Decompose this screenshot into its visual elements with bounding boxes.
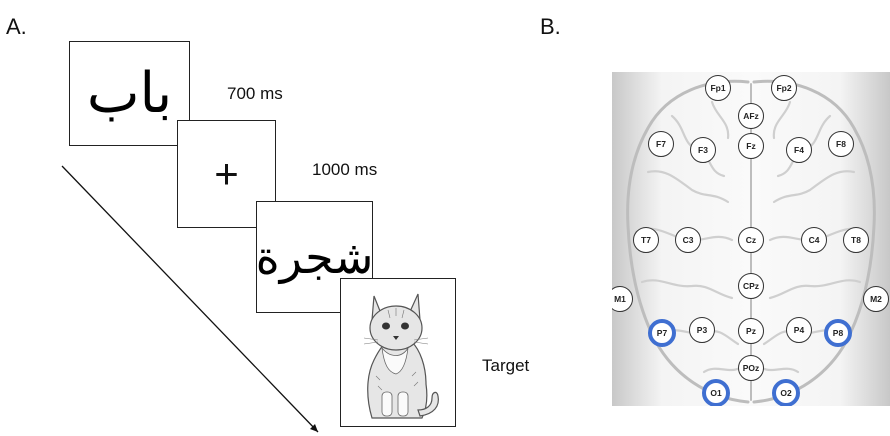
panel-a-label: A. bbox=[6, 14, 27, 39]
electrode-o1: O1 bbox=[702, 379, 730, 406]
target-label: Target bbox=[482, 356, 530, 375]
stimulus-frame-target bbox=[340, 278, 456, 427]
electrode-c4: C4 bbox=[801, 227, 827, 253]
cat-icon bbox=[363, 293, 439, 419]
timing-label-1: 700 ms bbox=[227, 84, 283, 103]
target-word: شجرة bbox=[255, 230, 374, 284]
electrode-p8: P8 bbox=[824, 319, 852, 347]
electrode-pz: Pz bbox=[738, 318, 764, 344]
electrode-fp2: Fp2 bbox=[771, 75, 797, 101]
electrode-o2: O2 bbox=[772, 379, 800, 406]
electrode-f8: F8 bbox=[828, 131, 854, 157]
electrode-p3: P3 bbox=[689, 317, 715, 343]
electrode-cpz: CPz bbox=[738, 273, 764, 299]
prime-word: باب bbox=[86, 60, 173, 126]
electrode-c3: C3 bbox=[675, 227, 701, 253]
electrode-f4: F4 bbox=[786, 137, 812, 163]
electrode-f7: F7 bbox=[648, 131, 674, 157]
panel-b-label: B. bbox=[540, 14, 561, 39]
electrode-f3: F3 bbox=[690, 137, 716, 163]
electrode-fp1: Fp1 bbox=[705, 75, 731, 101]
electrode-m2: M2 bbox=[863, 286, 889, 312]
electrode-p7: P7 bbox=[648, 319, 676, 347]
electrode-t7: T7 bbox=[633, 227, 659, 253]
stimulus-frame-word1: باب bbox=[69, 41, 190, 146]
electrode-cz: Cz bbox=[738, 227, 764, 253]
fixation-cross: + bbox=[214, 150, 239, 197]
timing-label-2: 1000 ms bbox=[312, 160, 378, 179]
electrode-m1: M1 bbox=[612, 286, 633, 312]
electrode-fz: Fz bbox=[738, 133, 764, 159]
electrode-p4: P4 bbox=[786, 317, 812, 343]
electrode-afz: AFz bbox=[738, 103, 764, 129]
electrode-poz: POz bbox=[738, 355, 764, 381]
electrode-t8: T8 bbox=[843, 227, 869, 253]
